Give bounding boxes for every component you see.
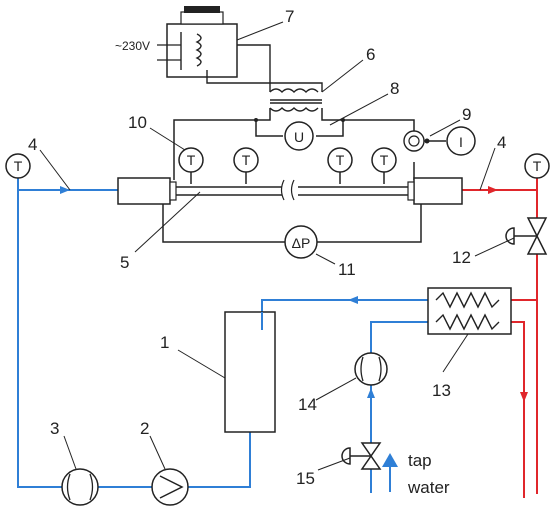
- instrument-lines: [162, 108, 446, 243]
- label-9: 9: [462, 105, 471, 124]
- pump-to-tank-line: [188, 432, 251, 488]
- dp-symbol: ΔP: [292, 235, 311, 251]
- inlet-chamber: [117, 177, 171, 205]
- tap-water-label-line2: water: [407, 478, 450, 497]
- autotransformer: [157, 6, 323, 92]
- flow-arrow-tank: [348, 296, 358, 304]
- flow-arrow-tap: [367, 388, 375, 398]
- differential-pressure-gauge: ΔP: [284, 225, 318, 259]
- label-1: 1: [160, 333, 169, 352]
- flow-arrow-outlet: [488, 186, 498, 194]
- voltmeter: U: [254, 118, 345, 151]
- heat-exchanger: [427, 287, 512, 335]
- label-2: 2: [140, 419, 149, 438]
- label-14: 14: [298, 395, 317, 414]
- svg-text:T: T: [242, 152, 251, 168]
- tap-water-label-line1: tap: [408, 451, 432, 470]
- step-down-transformer: [269, 88, 322, 112]
- label-5: 5: [120, 253, 129, 272]
- valve-hot: [505, 217, 548, 255]
- label-10: 10: [128, 113, 147, 132]
- circulation-pump: [151, 468, 189, 506]
- svg-text:T: T: [14, 158, 23, 174]
- thermometer-inlet: T: [5, 153, 31, 179]
- svg-text:T: T: [380, 152, 389, 168]
- flow-meter-main: [61, 468, 99, 506]
- flow-meter-tap: [354, 352, 388, 386]
- label-8: 8: [390, 79, 399, 98]
- label-3: 3: [50, 419, 59, 438]
- test-section: [117, 177, 463, 205]
- thermometer-wall-1: T: [178, 147, 204, 173]
- label-11: 11: [338, 260, 356, 279]
- label-13: 13: [432, 381, 451, 400]
- component-numbers: 7 6 8 9 10 4 4 5 11 12 1 13 14 15 3 2: [28, 7, 506, 488]
- thermometer-wall-2: T: [233, 147, 259, 173]
- ammeter: I: [403, 126, 476, 156]
- voltmeter-symbol: U: [294, 129, 304, 145]
- flow-arrow-drain: [520, 392, 528, 402]
- cold-return-line: [17, 178, 62, 488]
- label-7: 7: [285, 7, 294, 26]
- thermometer-outlet: T: [524, 153, 550, 179]
- flow-arrow-inlet: [60, 186, 70, 194]
- label-4b: 4: [497, 133, 506, 152]
- label-15: 15: [296, 469, 315, 488]
- thermometer-wall-3: T: [327, 147, 353, 173]
- tank-inlet-line: [261, 299, 428, 330]
- tap-water-line: [370, 321, 428, 354]
- valve-tap: [341, 442, 382, 470]
- supply-voltage-label: ~230V: [115, 39, 150, 53]
- ammeter-symbol: I: [459, 134, 463, 150]
- label-6: 6: [366, 45, 375, 64]
- thermometer-wall-4: T: [371, 147, 397, 173]
- leader-lines: [39, 21, 515, 471]
- reservoir-tank: [224, 311, 276, 433]
- svg-text:T: T: [336, 152, 345, 168]
- label-12: 12: [452, 248, 471, 267]
- outlet-chamber: [413, 177, 463, 205]
- hot-water-circuit: [462, 178, 538, 498]
- svg-text:T: T: [533, 158, 542, 174]
- svg-text:T: T: [187, 152, 196, 168]
- label-4a: 4: [28, 135, 37, 154]
